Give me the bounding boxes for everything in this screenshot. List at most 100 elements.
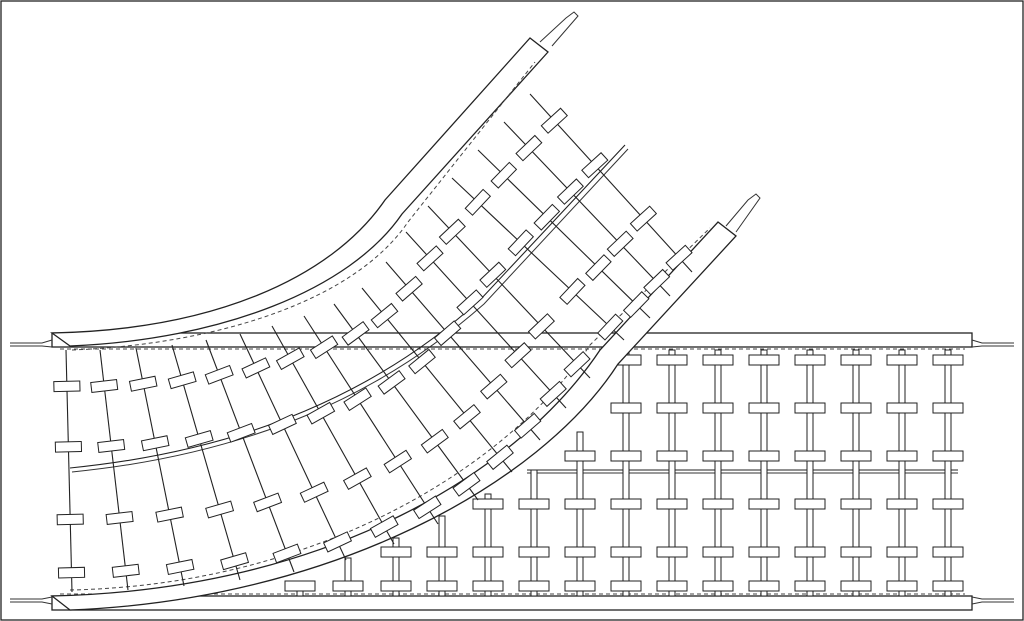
outer-curve-dash — [71, 61, 536, 351]
column-pad — [564, 498, 596, 510]
tie-pad — [408, 348, 436, 375]
support-column — [656, 349, 688, 597]
column-pad — [932, 546, 964, 558]
support-column — [332, 557, 364, 597]
tie-pad — [253, 492, 283, 513]
column-stem — [898, 349, 906, 597]
column-pad — [284, 580, 316, 592]
column-pad — [472, 546, 504, 558]
column-pad — [748, 580, 780, 592]
tie-pad — [395, 275, 423, 302]
tie-pad — [56, 513, 84, 526]
tie-pad — [533, 203, 561, 231]
column-pad — [794, 402, 826, 414]
column-stem — [944, 349, 952, 597]
tie-pad — [479, 373, 508, 400]
column-pad — [840, 354, 872, 366]
support-columns — [284, 349, 964, 597]
tie-pad — [309, 335, 339, 360]
column-stem — [760, 349, 768, 597]
column-pad — [656, 498, 688, 510]
curved-section — [50, 11, 761, 611]
tie-pad — [267, 413, 297, 436]
column-stem — [668, 349, 676, 597]
tie-pad — [204, 364, 234, 385]
tie-pad — [515, 134, 543, 162]
curve-tie — [477, 149, 651, 319]
column-pad — [794, 546, 826, 558]
column-pad — [332, 580, 364, 592]
tie-pad — [299, 481, 329, 503]
column-stem — [344, 557, 352, 597]
tie-pad — [370, 302, 399, 329]
tie-pad — [556, 178, 584, 205]
outer-curve-rail — [50, 37, 549, 347]
curve-ties — [53, 93, 693, 593]
column-pad — [748, 546, 780, 558]
tie-pad — [306, 401, 336, 425]
support-column — [564, 431, 596, 597]
support-column — [748, 349, 780, 597]
column-stem — [852, 349, 860, 597]
curve-tie — [503, 121, 671, 297]
column-pad — [886, 498, 918, 510]
column-pad — [840, 580, 872, 592]
tie-pad — [184, 429, 214, 449]
tie-pad — [220, 552, 250, 571]
tie-pad — [665, 244, 693, 271]
column-pad — [702, 402, 734, 414]
column-pad — [748, 450, 780, 462]
column-pad — [748, 354, 780, 366]
column-pad — [472, 498, 504, 510]
support-column — [284, 580, 316, 597]
tie-pad — [507, 229, 535, 257]
inner-curve-rail — [50, 221, 737, 611]
tie-pad — [412, 495, 442, 520]
column-pad — [886, 450, 918, 462]
column-pad — [886, 354, 918, 366]
tie-pad — [559, 277, 586, 305]
column-pad — [656, 450, 688, 462]
column-pad — [380, 580, 412, 592]
curve-tie — [303, 315, 442, 525]
tie-pad — [513, 412, 542, 439]
tie-pad — [629, 205, 658, 232]
curve-tie — [53, 349, 86, 593]
curve-tie — [128, 347, 195, 587]
column-stem — [576, 431, 584, 597]
tie-pad — [438, 218, 466, 246]
tie-pad — [90, 378, 119, 394]
tie-pad — [155, 506, 184, 523]
tie-pad — [167, 371, 197, 390]
column-pad — [840, 498, 872, 510]
curve-tie — [333, 303, 481, 501]
column-pad — [886, 546, 918, 558]
column-pad — [840, 546, 872, 558]
support-column — [932, 349, 964, 597]
tie-pad — [342, 467, 372, 490]
column-stem — [392, 537, 400, 597]
tie-pad — [643, 268, 671, 296]
column-pad — [794, 580, 826, 592]
tie-pad — [165, 558, 195, 576]
curve-tie — [204, 339, 302, 573]
column-pad — [702, 498, 734, 510]
curve-tie — [271, 325, 399, 545]
tie-pad — [596, 313, 624, 341]
tie-pad — [486, 444, 514, 471]
column-pad — [886, 402, 918, 414]
curve-tie — [451, 177, 625, 341]
column-pad — [656, 402, 688, 414]
column-pad — [932, 580, 964, 592]
column-pad — [886, 580, 918, 592]
column-pad — [610, 580, 642, 592]
top-end-connector — [539, 11, 579, 47]
column-stem — [714, 349, 722, 597]
column-pad — [794, 498, 826, 510]
column-pad — [564, 580, 596, 592]
column-pad — [472, 580, 504, 592]
tie-pad — [383, 449, 413, 474]
tie-pad — [54, 440, 83, 453]
curve-tie — [167, 344, 250, 581]
column-pad — [932, 498, 964, 510]
